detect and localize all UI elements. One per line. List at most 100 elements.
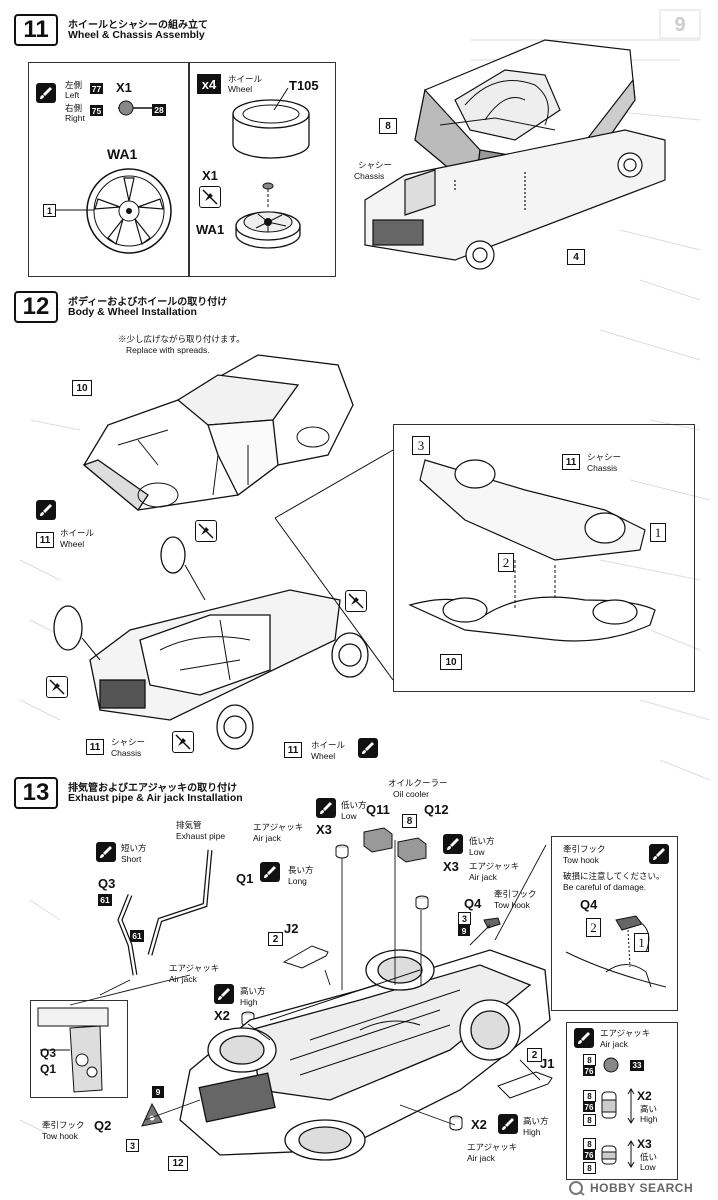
paint-brush-icon [36,500,56,520]
part-10-tag: 10 [72,380,92,396]
low-label-jp-1: 低い方 [341,800,367,810]
high-label-en-2: High [523,1127,541,1137]
short-label-jp: 短い方 [121,843,147,853]
wa1-label: WA1 [107,146,138,162]
left-label-jp: 左側 [65,80,83,90]
inset-chassis-underside-drawing [408,459,656,642]
step-13-leader-lines [69,840,547,1126]
exhaust-label-jp: 排気管 [176,820,202,830]
car-body-drawing [82,354,354,511]
step-12-number: 12 [14,291,58,323]
legend-row3-code-8a: 8 [583,1138,596,1150]
part-x1-label: X1 [116,80,132,95]
x2-label-a: X2 [214,1008,230,1023]
step-11-box-wheel-paint [28,62,190,277]
legend-row3-jp: 低い [640,1152,658,1162]
page-number: 9 [674,14,686,36]
inset-part-2-tag: 2 [498,553,514,572]
part-x1b-label: X1 [202,168,218,183]
right-label-jp: 右側 [65,103,83,113]
inset-part-10-tag: 10 [440,654,462,670]
paint-brush-icon [96,842,116,862]
watermark-logo-icon [569,1181,585,1196]
tow-box-label-en: Tow hook [563,855,599,865]
legend-row1-code-8: 8 [583,1054,596,1066]
legend-row3-height-arrow [627,1140,635,1168]
paint-brush-icon [574,1028,594,1048]
inset-part-1-tag: 1 [650,523,666,542]
wheel-label-jp: ホイール [228,74,263,84]
paint-brush-icon [498,1114,518,1134]
airjack-label-jp-4: エアジャッキ [467,1142,518,1152]
legend-row3-airjack-low [601,1145,617,1165]
no-glue-icon [195,520,217,542]
q2-label: Q2 [94,1118,112,1133]
tow-hook-color-9b: 9 [152,1086,164,1098]
step-11-title-jp: ホイールとシャシーの組み立て [68,20,208,31]
wheel-label-en-c: Wheel [311,751,336,761]
wheel-rim-drawing [86,168,172,254]
part-11-tag-b: 11 [86,739,104,755]
legend-row3-part: X3 [637,1137,652,1151]
wheel-label-en-a: Wheel [60,539,85,549]
paint-brush-icon [36,83,56,103]
wheel-assembly-drawing [235,182,301,249]
spread-note-en: Replace with spreads. [126,345,210,355]
chassis-label-jp: シャシー [358,160,393,170]
tow-box-part-2-tag: 2 [586,918,601,937]
part-12-tag: 12 [168,1156,188,1171]
airjack-label-en-1: Air jack [253,833,281,843]
x1-part-drawing [118,100,152,116]
right-label-en: Right [65,113,85,123]
detail-q3-label: Q3 [40,1046,57,1060]
airjack-label-en-3: Air jack [169,974,197,984]
legend-row2-height-arrow [627,1088,635,1124]
airjack-part-x2b [449,1115,463,1131]
x1-color-code: 28 [152,104,166,116]
oil-cooler-label-en: Oil cooler [393,789,429,799]
high-label-jp-1: 高い方 [240,986,266,996]
tow-hook-part-q4 [483,917,501,929]
part-8-tag: 8 [379,118,397,134]
j2-part-2-tag: 2 [268,932,283,946]
body-on-chassis-drawing [364,39,666,270]
legend-row3-code-8b: 8 [583,1162,596,1174]
paint-brush-icon [649,844,669,864]
q3-label: Q3 [98,876,116,891]
tow-hook-part-q2 [141,1102,163,1127]
tow-hook-label-jp-1: 牽引フック [494,889,537,899]
caution-text-en: Be careful of damage. [563,882,647,892]
inset-chassis-jp: シャシー [587,452,622,462]
legend-row1-airjack [603,1057,619,1073]
q1-color-code: 61 [130,930,144,942]
left-color-code: 77 [90,83,103,94]
oil-cooler-parts-drawing [363,827,427,863]
detail-q1-label: Q1 [40,1062,57,1076]
legend-row3-code-76: 76 [583,1150,595,1160]
high-label-en-1: High [240,997,258,1007]
airjack-label-jp-1: エアジャッキ [253,822,304,832]
exhaust-detail-drawing [37,1007,109,1093]
oil-cooler-part-8-tag: 8 [402,814,417,828]
tow-hook-part-3b-tag: 3 [126,1139,139,1152]
tow-hook-caution-box [551,836,678,1011]
j1-part-2-tag: 2 [527,1048,542,1062]
high-label-jp-2: 高い方 [523,1116,549,1126]
legend-row3-en: Low [640,1162,656,1172]
paint-brush-icon [214,984,234,1004]
caution-text-jp: 破損に注意してください。 [563,871,665,881]
watermark-text: HOBBY SEARCH [590,1181,694,1195]
short-label-en: Short [121,854,142,864]
x3-label-b: X3 [443,859,459,874]
step-11-title-en: Wheel & Chassis Assembly [68,29,205,41]
legend-row2-code-76: 76 [583,1102,595,1112]
wheel-label-en: Wheel [228,84,253,94]
q11-label: Q11 [366,802,390,817]
wheel-label-jp-a: ホイール [60,528,95,538]
x3-label-a: X3 [316,822,332,837]
legend-row1-code-76: 76 [583,1066,595,1076]
left-label-en: Left [65,90,80,100]
t105-label: T105 [289,78,319,93]
step-13-title-jp: 排気管およびエアジャッキの取り付け [68,783,238,794]
airjack-label-jp-2: エアジャッキ [469,861,520,871]
